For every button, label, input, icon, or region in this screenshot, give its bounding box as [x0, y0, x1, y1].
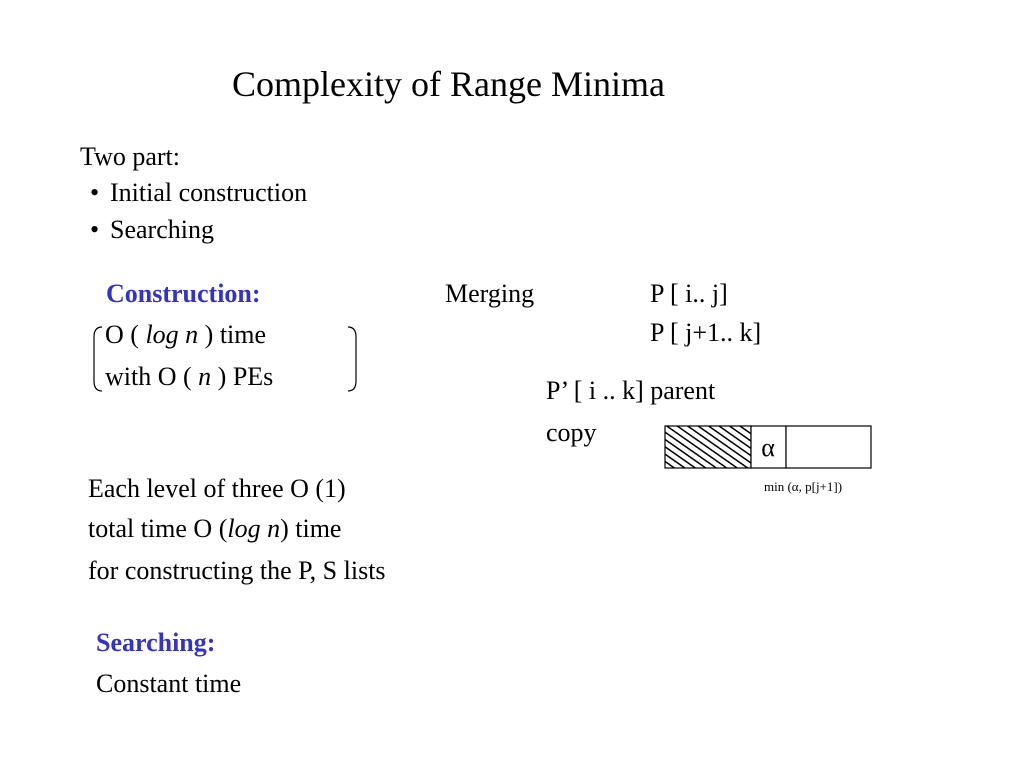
hatched-cell	[664, 425, 752, 469]
construction-pes-post: ) PEs	[211, 362, 274, 391]
construction-time-line: O ( log n ) time	[105, 322, 266, 348]
searching-text: Constant time	[96, 669, 242, 698]
right-bracket-icon	[347, 326, 357, 392]
merging-range-2: P [ j+1.. k]	[650, 318, 762, 347]
merging-parent-line-1: P’ [ i .. k] parent	[546, 376, 716, 405]
level-line-2-post: ) time	[280, 514, 342, 543]
bullet-icon: •	[90, 178, 100, 207]
merging-label: Merging	[445, 279, 535, 308]
construction-time-em: log n	[145, 320, 199, 349]
level-line-1: Each level of three O (1)	[88, 474, 346, 503]
slide-title: Complexity of Range Minima	[232, 64, 665, 104]
level-line-2-em: log n	[227, 514, 281, 543]
construction-pes-pre: with O (	[105, 362, 199, 391]
bullet-text: Searching	[110, 215, 214, 244]
diagram-caption: min (α, p[j+1])	[764, 479, 843, 494]
intro-label: Two part:	[80, 142, 180, 171]
bullet-text: Initial construction	[110, 178, 308, 207]
construction-pes-line: with O ( n ) PEs	[105, 364, 273, 390]
construction-brackets	[93, 326, 357, 392]
level-line-3: for constructing the P, S lists	[88, 556, 386, 585]
searching-heading: Searching:	[96, 628, 216, 657]
construction-time-pre: O (	[105, 320, 146, 349]
level-line-2-pre: total time O (	[88, 514, 228, 543]
construction-pes-em: n	[198, 362, 212, 391]
bullet-icon: •	[90, 215, 100, 244]
bullet-searching: • Searching	[90, 217, 214, 243]
construction-time-post: ) time	[198, 320, 267, 349]
merging-parent-line-2: copy	[546, 418, 597, 447]
level-line-2: total time O (log n) time	[88, 516, 341, 542]
bullet-initial-construction: • Initial construction	[90, 180, 307, 206]
merging-range-1: P [ i.. j]	[650, 279, 728, 308]
alpha-symbol: α	[761, 433, 775, 462]
left-bracket-icon	[93, 326, 103, 392]
empty-cell	[785, 425, 872, 469]
alpha-cell	[750, 425, 787, 469]
parent-array-diagram: α	[664, 425, 872, 469]
construction-heading: Construction:	[106, 279, 261, 308]
